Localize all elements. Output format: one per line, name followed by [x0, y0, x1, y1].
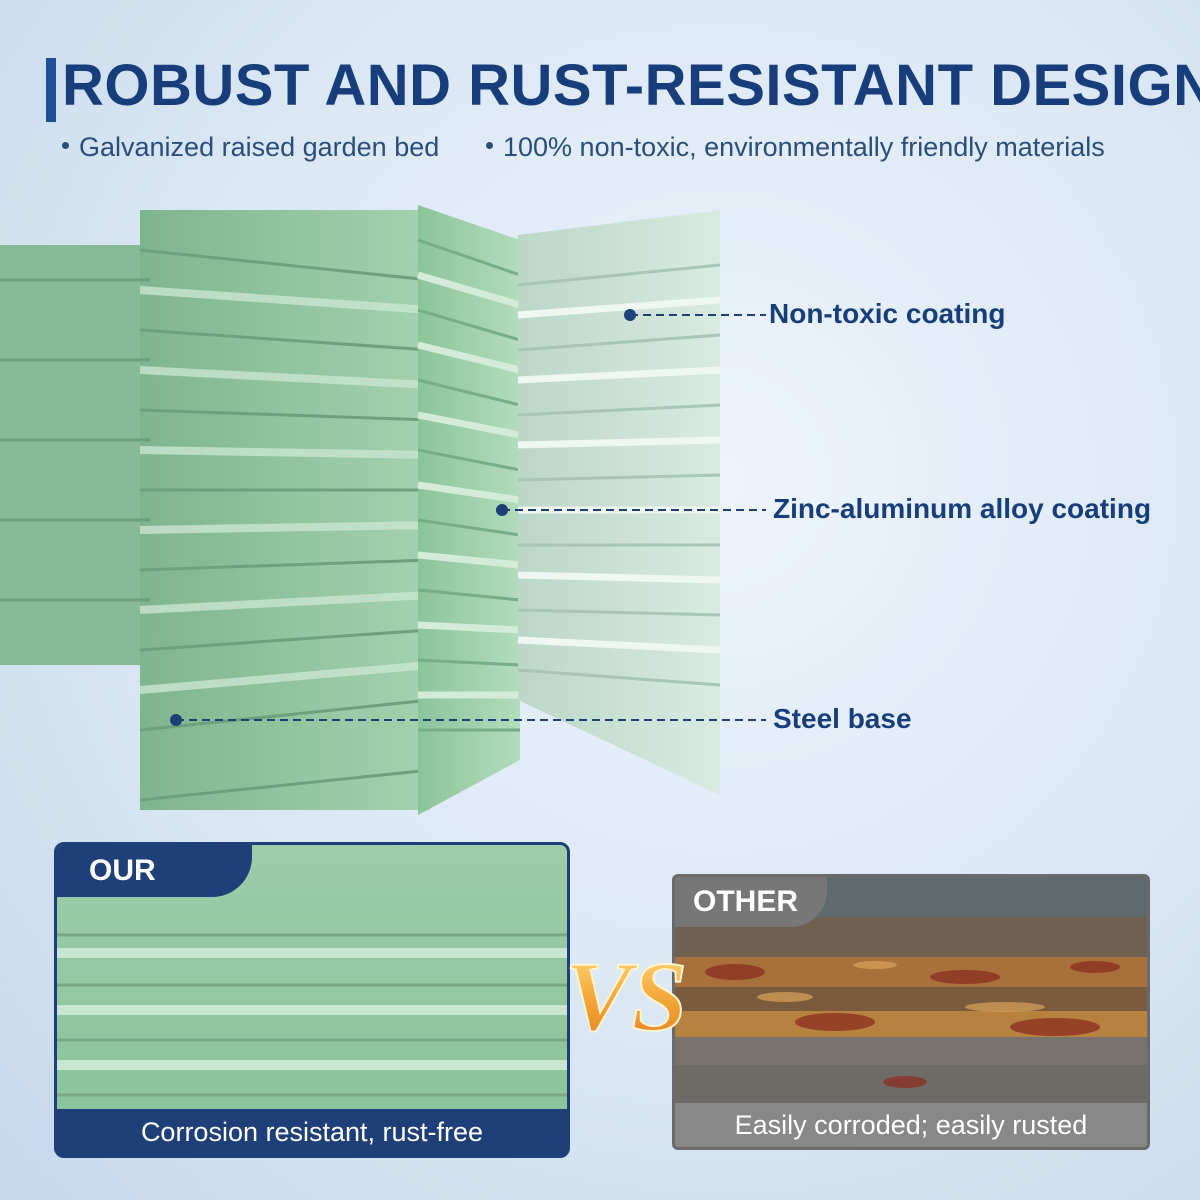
zinc-alloy-layer: [417, 205, 521, 815]
feature-bullet: 100% non-toxic, environmentally friendly…: [486, 132, 1105, 163]
our-product-panel: OUR Corrosion resistant, rust-free: [54, 842, 570, 1158]
bullet-dot-icon: [486, 142, 493, 150]
steel-base-layer: [0, 210, 431, 810]
callout-dot-icon: [624, 309, 636, 321]
vs-badge: VS: [564, 940, 688, 1053]
page-title: ROBUST AND RUST-RESISTANT DESIGN: [62, 53, 1200, 118]
coating-layer: [517, 210, 721, 795]
callout-non-toxic-coating: Non-toxic coating: [769, 298, 1006, 329]
bullet-dot-icon: [62, 142, 69, 150]
feature-bullets: Galvanized raised garden bed 100% non-to…: [62, 132, 1162, 164]
title-accent-bar: [46, 58, 56, 122]
feature-bullet-text: 100% non-toxic, environmentally friendly…: [503, 132, 1105, 162]
layered-panel-illustration: [0, 205, 766, 815]
callout-dot-icon: [496, 504, 508, 516]
feature-bullet: Galvanized raised garden bed: [62, 132, 439, 163]
other-product-panel: OTHER Easily corroded; easily rusted: [672, 874, 1150, 1150]
callout-zinc-aluminum-coating: Zinc-aluminum alloy coating: [773, 493, 1152, 524]
vs-label: VS: [565, 941, 687, 1052]
other-panel-photo: [675, 877, 1147, 1105]
callout-dot-icon: [170, 714, 182, 726]
other-caption: Easily corroded; easily rusted: [675, 1103, 1147, 1147]
other-tag: OTHER: [675, 877, 827, 927]
callout-steel-base: Steel base: [773, 703, 912, 734]
callout-lines: [176, 314, 766, 721]
feature-bullet-text: Galvanized raised garden bed: [79, 132, 440, 162]
our-caption: Corrosion resistant, rust-free: [57, 1109, 567, 1155]
our-tag: OUR: [57, 845, 252, 897]
